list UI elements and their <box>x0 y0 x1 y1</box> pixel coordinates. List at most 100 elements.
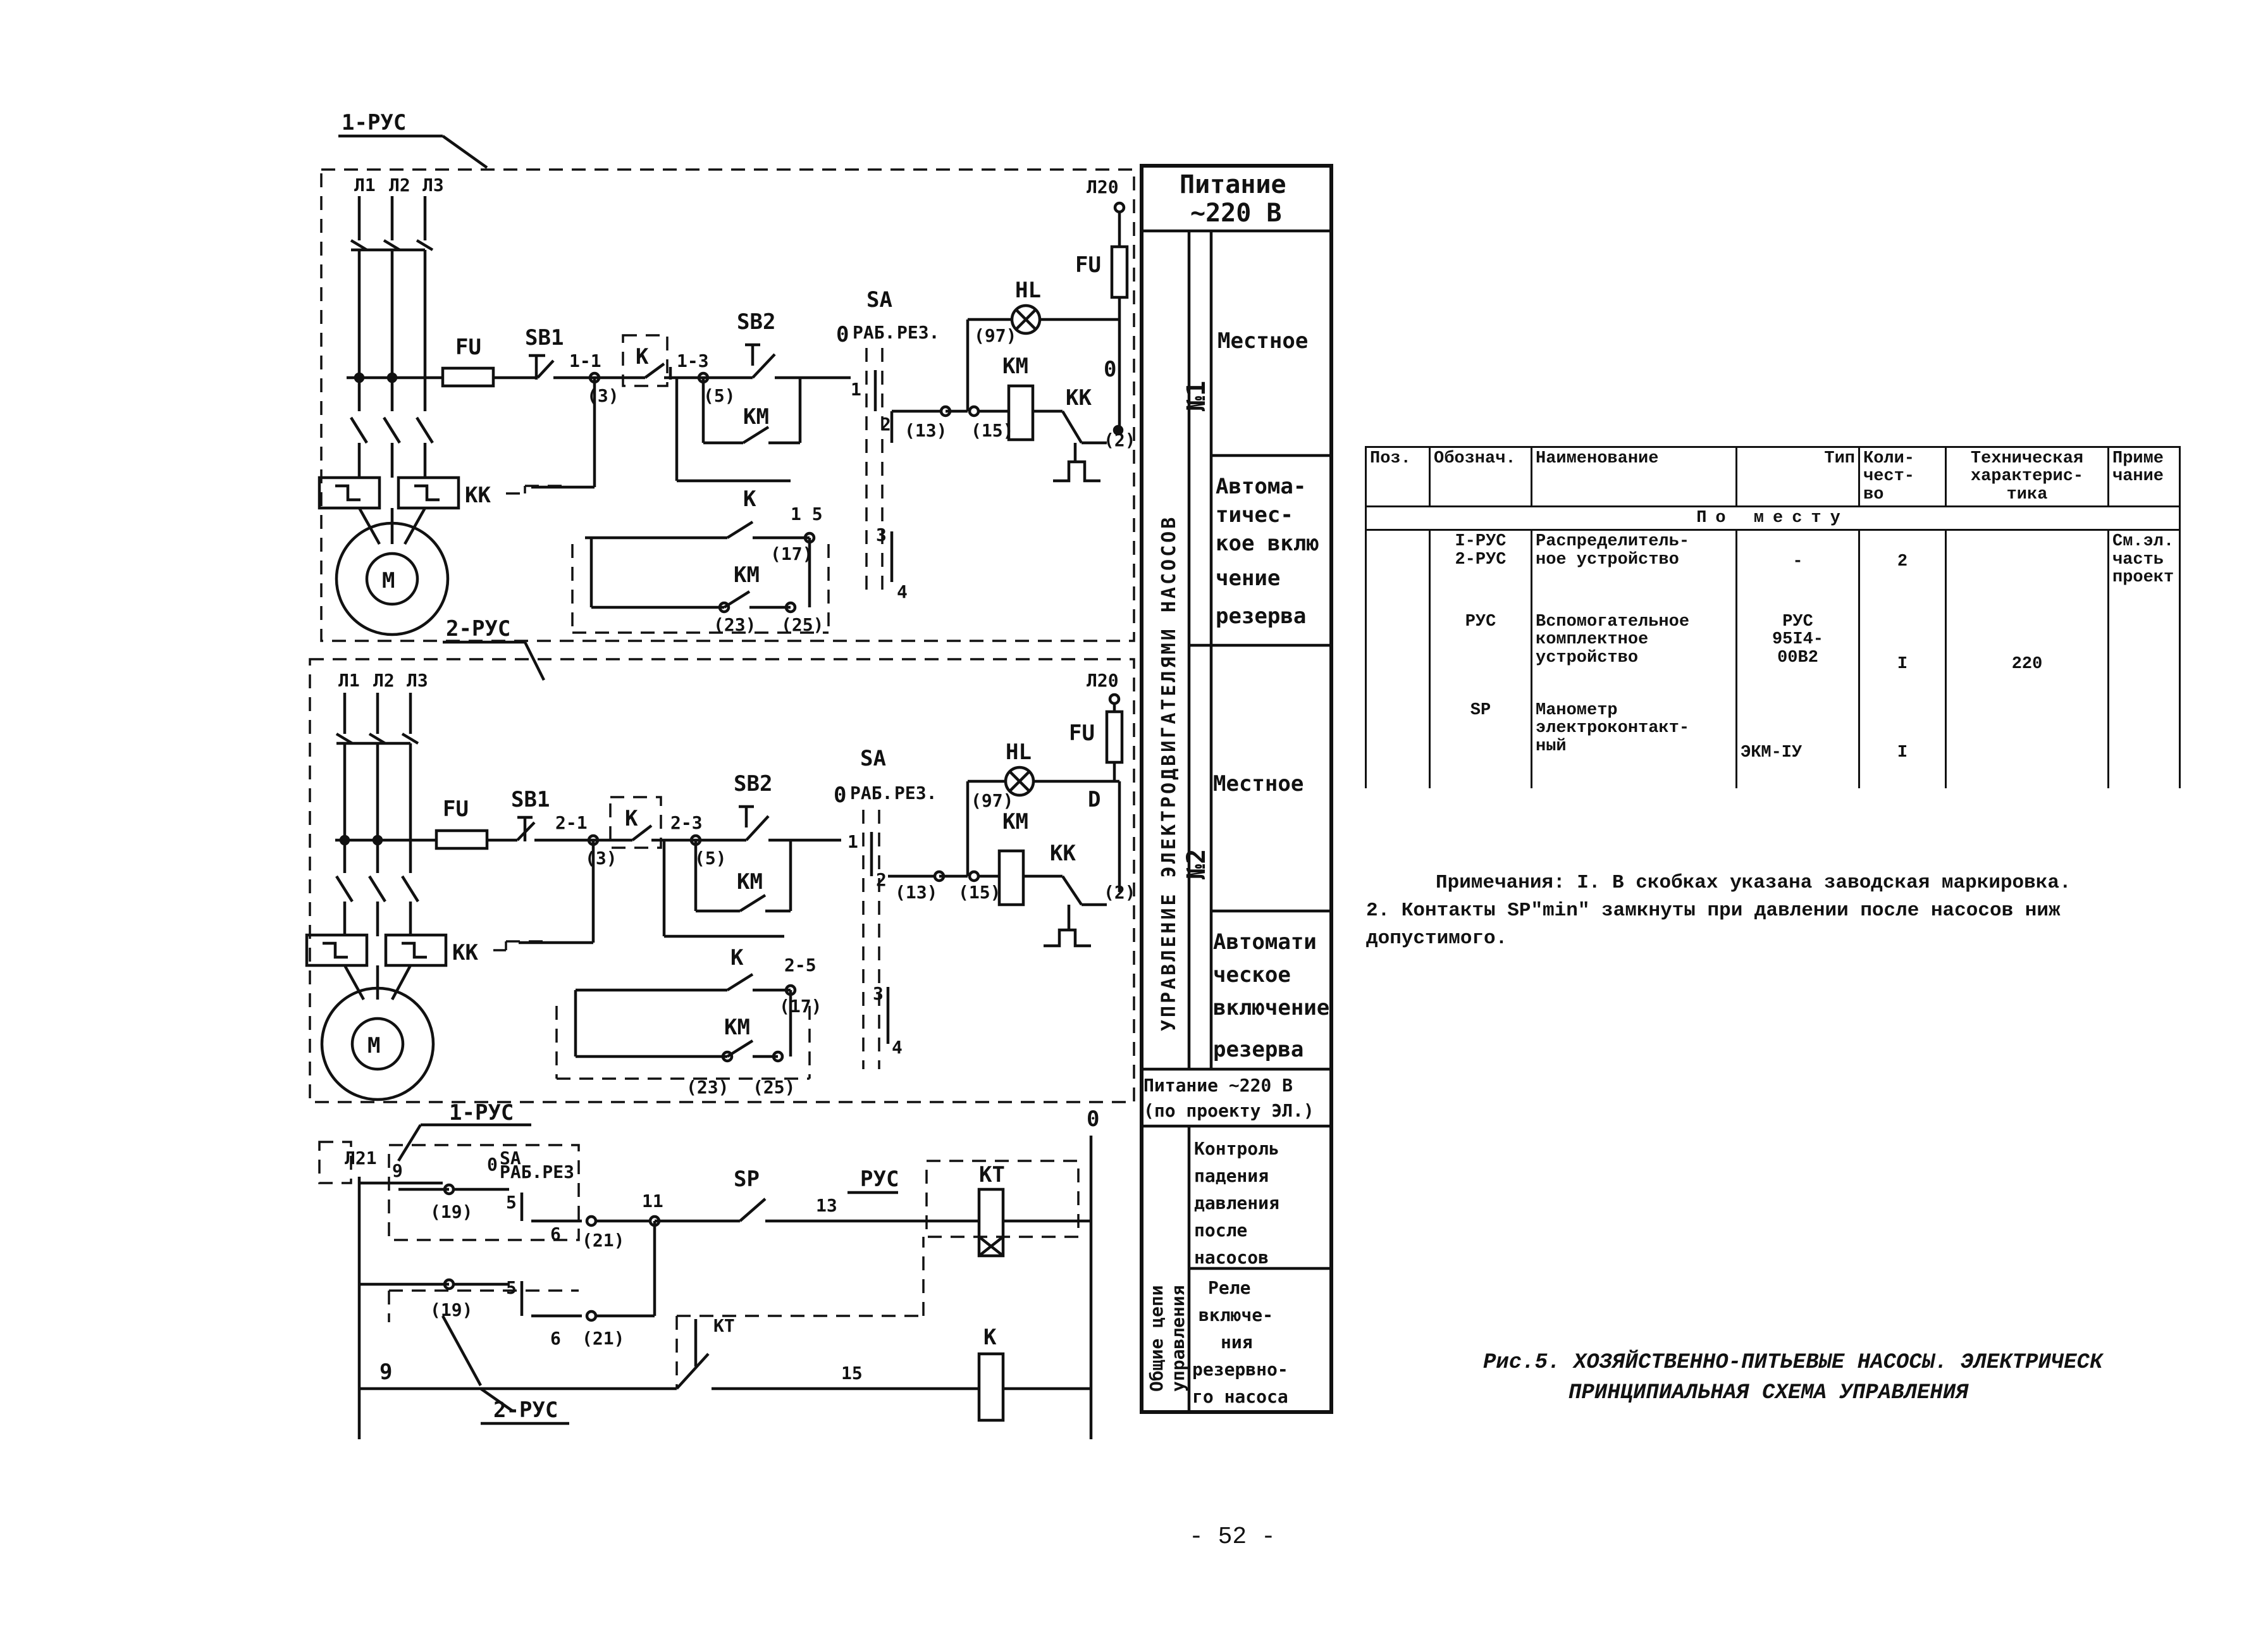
power1-line1: Питание <box>1180 170 1286 199</box>
cell: ЭКМ-IУ <box>1735 699 1860 788</box>
k-auto-label-2: K <box>730 945 744 970</box>
local2-label: Местное <box>1213 771 1303 796</box>
pressure-l2: падения <box>1194 1165 1269 1186</box>
km-coil-label-2: KM <box>1002 809 1028 834</box>
common-vertical-1: Общие цепи <box>1146 1285 1167 1392</box>
figure-caption-line-1: Рис.5. ХОЗЯЙСТВЕННО-ПИТЬЕВЫЕ НАСОСЫ. ЭЛЕ… <box>1483 1351 2103 1375</box>
k-label-2: K <box>625 806 638 831</box>
l20-label-1: Л20 <box>1087 177 1119 197</box>
sa-pos0-c: 0 <box>487 1154 498 1175</box>
cell: Распределитель- ное устройство <box>1531 530 1737 611</box>
power2-line1: Питание ~220 В <box>1143 1075 1293 1096</box>
sa-rabrez-c: РАБ.РЕЗ <box>500 1162 574 1182</box>
sa-contact-4: 4 <box>897 581 908 602</box>
col-header-name: Наименование <box>1531 445 1737 508</box>
node-0-u: 0 <box>1104 357 1116 382</box>
table-row: I-РУС 2-РУС Распределитель- ное устройст… <box>1365 530 2181 611</box>
cell: 220 <box>1945 610 2109 700</box>
node-2-3: 2-3 <box>670 812 703 833</box>
unit-2-rus: 2-РУС Л1 Л2 Л3 KK M FU SB1 2-1 <box>305 616 1136 1103</box>
common-node-13: 13 <box>816 1195 837 1216</box>
node-17-l: (17) <box>779 996 822 1017</box>
km-aux-label-1: KM <box>743 404 769 430</box>
cell <box>1945 530 2109 611</box>
km-coil-label-1: KM <box>1002 354 1028 379</box>
sa-label-c: SA <box>500 1148 521 1168</box>
common-node-15: 15 <box>841 1363 863 1384</box>
cell: SP <box>1429 699 1532 788</box>
sb2-label-1: SB2 <box>737 309 775 335</box>
sa-rez-1: РЕЗ. <box>897 322 939 343</box>
km-aux-label-2: KM <box>737 869 763 895</box>
node-15-l: (15) <box>958 882 1001 903</box>
kk-label-1: KK <box>465 483 491 508</box>
cell: 2 <box>1858 530 1947 611</box>
kk-label-2: KK <box>452 940 478 965</box>
cell <box>2107 699 2181 788</box>
node-15-u: (15) <box>971 420 1013 441</box>
table-row: РУС Вспомогательное комплектное устройст… <box>1365 610 2181 700</box>
common-node-9-top: 9 <box>392 1160 403 1181</box>
figure-caption-line-2: ПРИНЦИПИАЛЬНАЯ СХЕМА УПРАВЛЕНИЯ <box>1568 1381 1969 1405</box>
page-number: - 52 - <box>1189 1523 1276 1551</box>
sa-c-5: 5 <box>506 1192 517 1213</box>
col-header-designation: Обознач. <box>1429 445 1532 508</box>
table-header-row: Поз. Обознач. Наименование Тип Коли- чес… <box>1365 445 2181 508</box>
node-17-u: (17) <box>770 543 813 564</box>
rus-label: РУС <box>860 1167 899 1192</box>
sa-label-2: SA <box>860 746 886 771</box>
sa-rab-1: РАБ. <box>853 322 895 343</box>
common-node-21-a: (21) <box>582 1230 624 1251</box>
node-5-u: (5) <box>703 385 736 406</box>
kt-contact-label: KT <box>713 1315 735 1336</box>
unit-1-rus: 1-РУС Л1 Л2 Л3 KK M FU <box>317 110 1136 642</box>
kk-contact-label-1: KK <box>1066 385 1092 411</box>
phase-l3-b: Л3 <box>407 670 428 691</box>
sa-pos0-2: 0 <box>834 783 846 808</box>
local1-label: Местное <box>1217 328 1308 354</box>
sa-contact-2: 2 <box>880 414 891 435</box>
auto1-l5: резерва <box>1216 604 1306 629</box>
fu-label-1b: FU <box>1075 252 1101 278</box>
common-node-21-b: (21) <box>582 1328 624 1349</box>
fu-label-2b: FU <box>1069 721 1095 746</box>
pressure-l3: давления <box>1194 1193 1279 1213</box>
sa-c-6: 6 <box>550 1224 561 1244</box>
common-node-19-a: (19) <box>430 1201 472 1222</box>
auto2-l2: ческое <box>1213 962 1291 988</box>
col-header-pos: Поз. <box>1365 445 1431 508</box>
fu-label-2: FU <box>443 796 469 822</box>
phase-l2: Л2 <box>389 175 410 195</box>
label-2-rus-lower: 2-РУС <box>493 1397 558 1423</box>
cell: - <box>1735 530 1860 611</box>
col-header-note: Приме чание <box>2107 445 2181 508</box>
phase-l1: Л1 <box>354 175 376 195</box>
sa-contact-1: 1 <box>851 379 861 400</box>
k-auto-label-1: K <box>743 486 756 512</box>
k-label-1: K <box>636 344 649 369</box>
auto2-l4: резерва <box>1213 1037 1303 1062</box>
sa-c2-6: 6 <box>550 1328 561 1349</box>
sa2-contact-3: 3 <box>873 983 884 1004</box>
node-23-l: (23) <box>686 1077 729 1098</box>
hl-label-2: HL <box>1006 740 1032 765</box>
power1-line2: ~220 В <box>1190 199 1282 228</box>
section-header: По месту <box>1365 505 2181 531</box>
node-2-1: 2-1 <box>555 812 588 833</box>
node-d-l: D <box>1088 787 1100 812</box>
kk-contact-label-2: KK <box>1050 841 1076 866</box>
common-node-11: 11 <box>642 1191 663 1212</box>
auto1-l4: чение <box>1216 566 1280 591</box>
col-header-type: Тип <box>1735 445 1860 508</box>
cell <box>1365 699 1431 788</box>
side-label-table: Питание ~220 В УПРАВЛЕНИЕ ЭЛЕКТРОДВИГАТЕ… <box>1140 164 1333 1414</box>
cell <box>1365 530 1431 611</box>
cell: I <box>1858 610 1947 700</box>
node-2-u: (2) <box>1104 430 1136 450</box>
node-1-1: 1-1 <box>569 350 601 371</box>
relay-l3: ния <box>1221 1332 1253 1353</box>
pump2-label: №2 <box>1182 849 1211 879</box>
auto1-l2: тичес- <box>1216 502 1293 528</box>
cell: I <box>1858 699 1947 788</box>
